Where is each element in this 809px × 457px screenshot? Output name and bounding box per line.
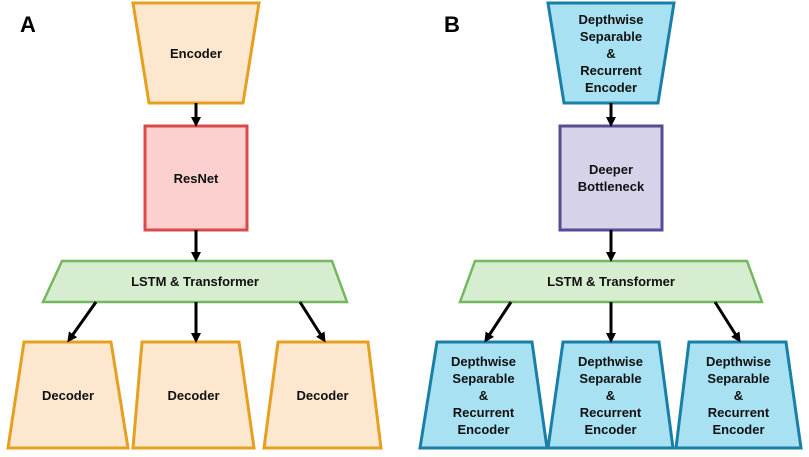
a-arrow-lstm-decoder-1 — [67, 301, 98, 343]
b-decoder-shape-1 — [418, 340, 549, 450]
a-resnet-shape — [143, 124, 249, 232]
a-encoder-shape — [131, 1, 261, 105]
b-decoder-shape-2 — [546, 340, 675, 450]
a-decoder-shape-1 — [6, 340, 130, 450]
a-lstm-shape — [41, 259, 349, 304]
panel-a-label: A — [20, 12, 36, 37]
b-arrow-lstm-decoder-3 — [713, 301, 741, 343]
a-arrow-lstm-decoder-3 — [298, 301, 326, 343]
a-decoder-shape-3 — [262, 340, 383, 450]
panel-b-label: B — [444, 12, 460, 37]
a-decoder-shape-2 — [131, 340, 256, 450]
b-encoder-shape — [546, 1, 676, 105]
b-decoder-shape-3 — [674, 340, 803, 450]
b-lstm-shape — [458, 259, 764, 304]
b-arrow-lstm-decoder-1 — [484, 301, 513, 343]
b-bottleneck-shape — [558, 124, 664, 232]
